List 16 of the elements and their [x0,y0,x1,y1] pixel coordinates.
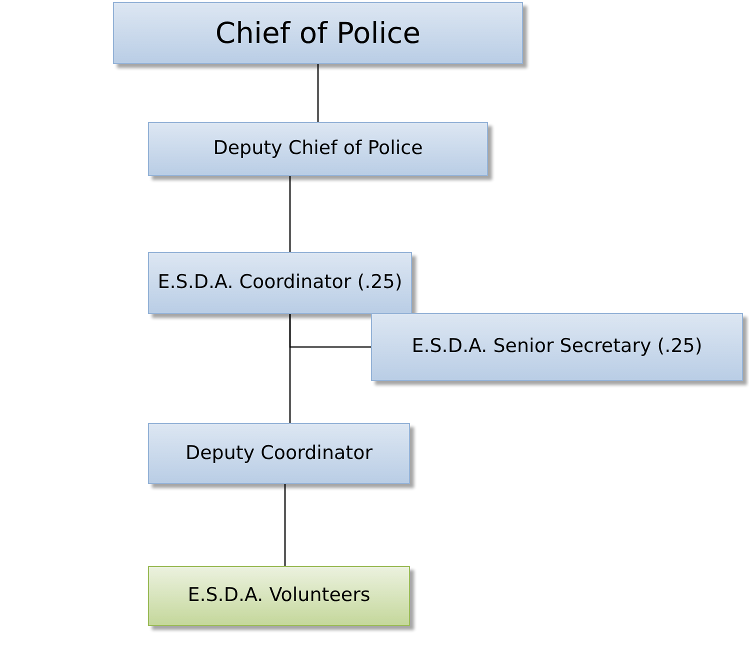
org-box [371,313,743,381]
role-title: Chief of Police [215,14,421,52]
org-box [148,122,488,176]
role-title: E.S.D.A. Volunteers [188,584,370,608]
org-box [148,566,410,626]
connector-line [284,484,286,566]
connector-line [317,64,319,122]
role-title: E.S.D.A. Coordinator (.25) [158,271,402,295]
connector-line [289,314,291,423]
connector-line [289,176,291,252]
org-box [148,252,412,314]
org-box [148,423,410,484]
org-box [113,2,523,64]
role-title: E.S.D.A. Senior Secretary (.25) [412,335,702,359]
role-title: Deputy Coordinator [185,442,373,466]
role-title: Deputy Chief of Police [213,137,423,161]
